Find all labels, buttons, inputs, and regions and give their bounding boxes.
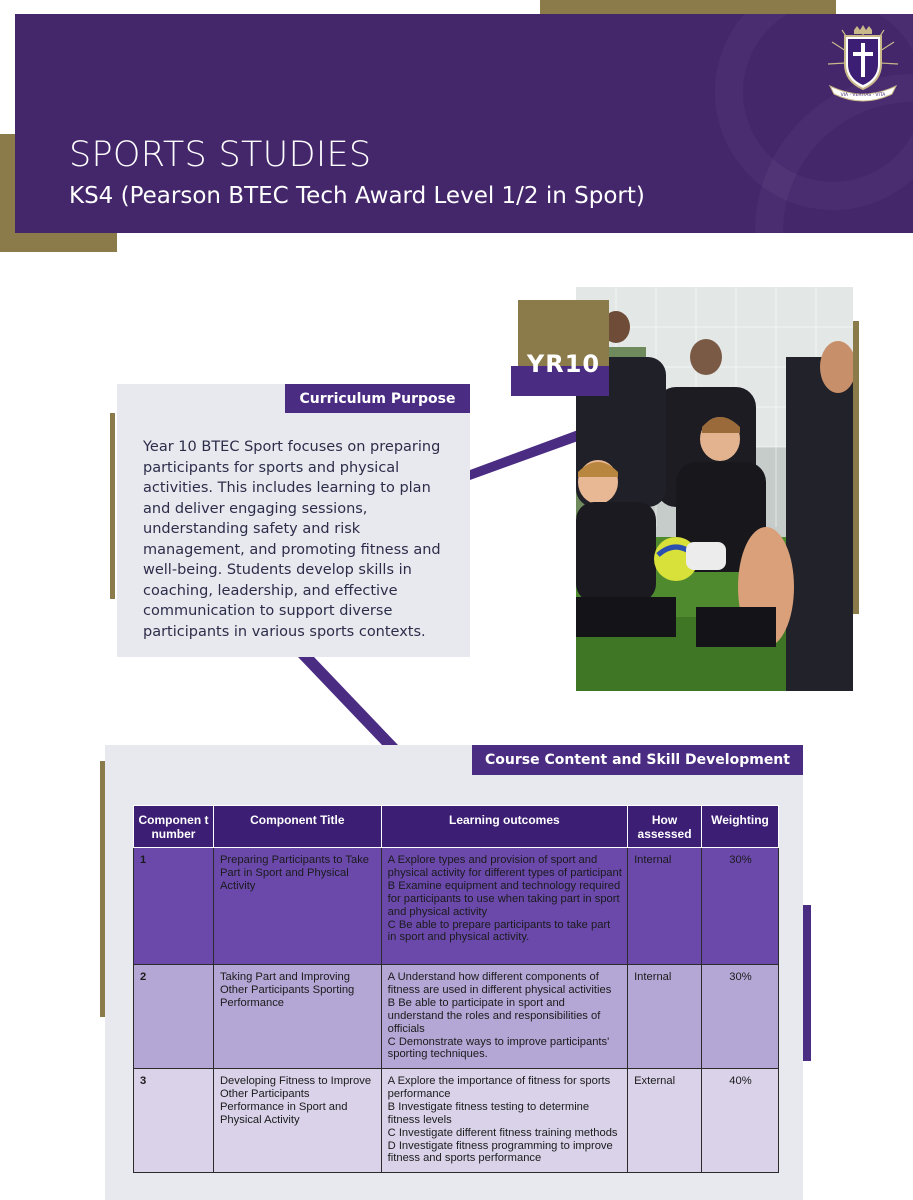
purpose-text: Year 10 BTEC Sport focuses on preparing …	[143, 439, 441, 640]
weighting: 30%	[701, 847, 779, 965]
header-how-assessed: How assessed	[627, 805, 703, 848]
header-component-title: Component Title	[212, 805, 382, 848]
header-weighting: Weighting	[701, 805, 779, 848]
header-component-number: Componen t number	[133, 805, 214, 848]
page-header	[15, 14, 913, 233]
purpose-label: Curriculum Purpose	[285, 384, 470, 413]
outcome-item: B Examine equipment and technology requi…	[387, 879, 621, 918]
purpose-panel	[117, 384, 470, 657]
component-title: Taking Part and Improving Other Particip…	[212, 964, 382, 1069]
students-football-photo	[576, 287, 853, 691]
outcome-item: C Investigate different fitness training…	[387, 1126, 618, 1139]
school-crest-icon: VIA · VERITAS · VITA	[827, 25, 899, 102]
components-table: Componen t number Component Title Learni…	[133, 805, 779, 1173]
svg-text:VIA · VERITAS · VITA: VIA · VERITAS · VITA	[841, 92, 887, 98]
outcome-item: A Explore types and provision of sport a…	[387, 854, 622, 879]
component-title: Developing Fitness to Improve Other Part…	[212, 1068, 382, 1173]
weighting: 40%	[701, 1068, 779, 1173]
outcome-item: C Be able to prepare participants to tak…	[387, 918, 611, 944]
page-subtitle: KS4 (Pearson BTEC Tech Award Level 1/2 i…	[69, 183, 645, 209]
how-assessed: Internal	[627, 847, 703, 965]
year-badge-stripe	[511, 366, 609, 396]
outcome-item: B Be able to participate in sport and un…	[387, 996, 601, 1035]
header-learning-outcomes: Learning outcomes	[380, 805, 629, 848]
table-row: 3 Developing Fitness to Improve Other Pa…	[133, 1068, 779, 1173]
outcome-item: C Demonstrate ways to improve participan…	[387, 1035, 610, 1061]
component-number: 2	[133, 964, 214, 1069]
component-number: 3	[133, 1068, 214, 1173]
course-label: Course Content and Skill Development	[472, 745, 803, 775]
learning-outcomes: A Understand how different components of…	[380, 964, 629, 1069]
gold-accent-bar	[100, 761, 105, 1017]
year-badge: YR10	[526, 350, 601, 378]
component-number: 1	[133, 847, 214, 965]
purple-accent-bar	[803, 905, 811, 1061]
table-header-row: Componen t number Component Title Learni…	[133, 805, 779, 848]
table-row: 2 Taking Part and Improving Other Partic…	[133, 964, 779, 1069]
component-title: Preparing Participants to Take Part in S…	[212, 847, 382, 965]
gold-accent-top	[540, 0, 836, 14]
outcome-item: A Explore the importance of fitness for …	[387, 1075, 611, 1100]
table-row: 1 Preparing Participants to Take Part in…	[133, 847, 779, 965]
outcome-item: D Investigate fitness programming to imp…	[387, 1139, 613, 1165]
learning-outcomes: A Explore types and provision of sport a…	[380, 847, 629, 965]
outcome-item: A Understand how different components of…	[387, 971, 612, 996]
weighting: 30%	[701, 964, 779, 1069]
how-assessed: Internal	[627, 964, 703, 1069]
gold-accent-bar	[853, 321, 859, 614]
page-title: SPORTS STUDIES	[69, 135, 372, 175]
learning-outcomes: A Explore the importance of fitness for …	[380, 1068, 629, 1173]
gold-accent-bar	[110, 413, 115, 599]
how-assessed: External	[627, 1068, 703, 1173]
outcome-item: B Investigate fitness testing to determi…	[387, 1100, 590, 1126]
